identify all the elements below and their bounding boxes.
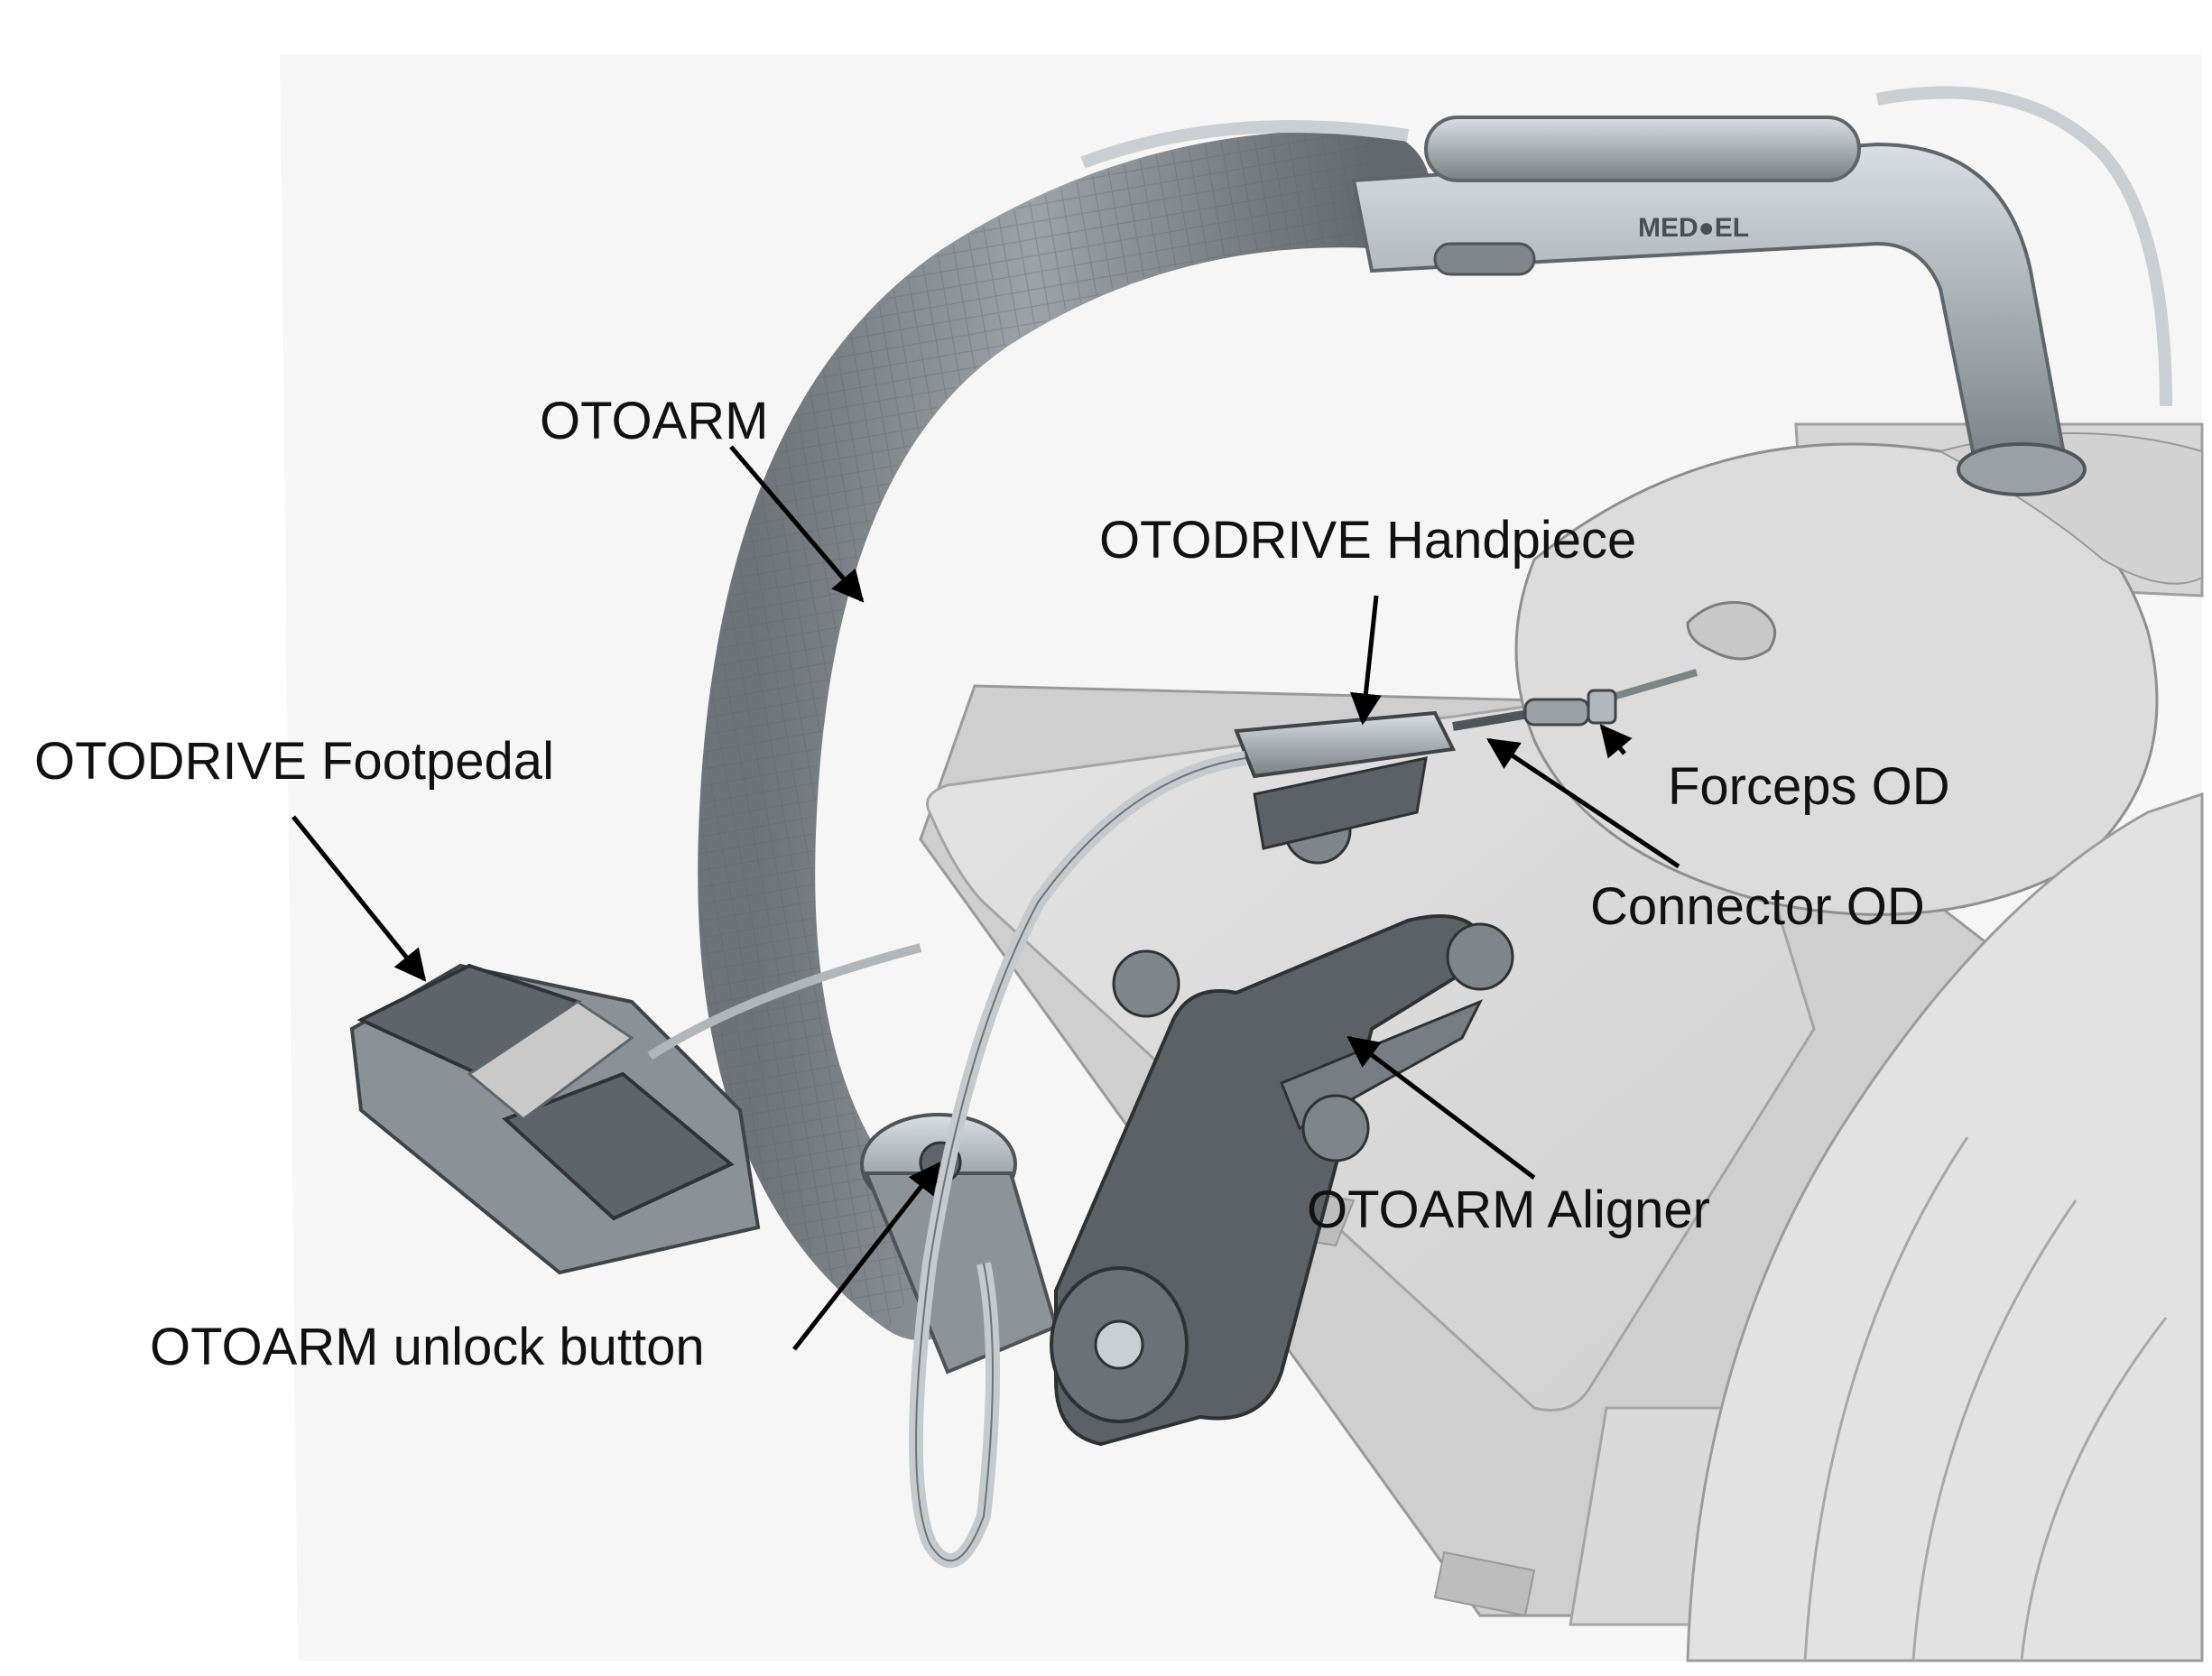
otodrive-footpedal-device xyxy=(349,943,922,1275)
pointer-arrows xyxy=(292,445,1680,1351)
otoarm-arm: MED●EL xyxy=(698,86,2172,1340)
label-otodrive-footpedal: OTODRIVE Footpedal xyxy=(34,732,554,791)
forceps-arrow xyxy=(1599,724,1633,759)
otoarm-arrow xyxy=(729,445,865,603)
label-otodrive-handpiece: OTODRIVE Handpiece xyxy=(1099,511,1637,569)
footpedal-arrow xyxy=(292,815,427,982)
connector-arrow xyxy=(1486,737,1680,869)
unlock-arrow xyxy=(792,1162,941,1351)
label-otoarm-unlock-button: OTOARM unlock button xyxy=(150,1318,705,1376)
label-otoarm-aligner: OTOARM Aligner xyxy=(1307,1181,1710,1239)
aligner-arrow xyxy=(1347,1035,1536,1180)
brand-logo: MED●EL xyxy=(1638,213,1749,243)
handpiece-arrow xyxy=(1349,595,1382,726)
surgical-drape xyxy=(1686,792,2204,1662)
label-connector-od: Connector OD xyxy=(1590,877,1925,936)
label-otoarm: OTOARM xyxy=(540,392,769,450)
otodrive-handpiece-device xyxy=(909,669,1698,1569)
label-forceps-od: Forceps OD xyxy=(1668,757,1950,816)
